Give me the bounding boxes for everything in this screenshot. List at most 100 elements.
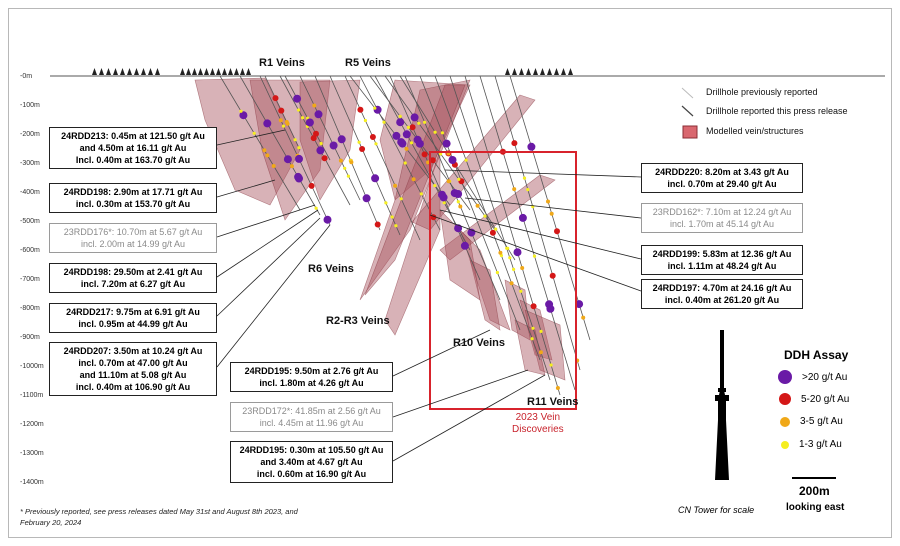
assay-dot [262, 148, 267, 153]
leader-lines [216, 129, 642, 462]
ddh-legend-item: 5-20 g/t Au [778, 393, 849, 405]
callout-line: 24RDD207: 3.50m at 10.24 g/t Au [63, 346, 203, 356]
assay-dot [281, 124, 286, 128]
assay-dot [295, 154, 303, 163]
assay-dot [512, 187, 517, 192]
assay-dot [511, 267, 516, 271]
assay-dot [475, 203, 480, 208]
assay-dot [402, 130, 411, 139]
drillhole-trace [479, 75, 576, 391]
tree-icon [127, 68, 132, 75]
callout-line: incl. 0.40m at 261.20 g/t Au [664, 295, 780, 305]
drillhole-trace [404, 75, 501, 301]
assay-dot [305, 118, 314, 127]
callout-line: 24RDD199: 5.83m at 12.36 g/t Au [652, 249, 792, 259]
legend-prev-symbol [681, 87, 694, 99]
scale-bar-label: 200m [799, 484, 830, 498]
assay-dot [489, 229, 496, 236]
tree-icon [234, 68, 239, 75]
tree-icon [512, 68, 517, 75]
tree-icon [180, 68, 185, 75]
assay-dot [323, 215, 332, 224]
depth-label: -1400m [20, 479, 44, 486]
drillhole-trace [359, 75, 441, 231]
assay-dot [373, 106, 377, 110]
callout-line: 24RDD220: 8.20m at 3.43 g/t Au [655, 167, 789, 177]
assay-dot [394, 224, 398, 228]
callout-line: incl. 1.80m at 4.26 g/t Au [259, 378, 364, 388]
assay-dot [498, 250, 503, 255]
tree-icon [519, 68, 524, 75]
ddh-dot-icon [778, 370, 792, 384]
ddh-title: DDH Assay [784, 348, 849, 362]
depth-label: -700m [20, 276, 40, 283]
assay-dot [433, 184, 437, 188]
legend-prev-label: Drillhole previously reported [706, 87, 818, 97]
assay-dot [440, 131, 444, 135]
vein-label-r5: R5 Veins [345, 57, 391, 69]
ddh-dot-icon [781, 440, 789, 449]
depth-label: -600m [20, 247, 40, 254]
callout-line: 24RDD198: 2.90m at 17.71 g/t Au [63, 187, 203, 197]
vein-label-r6: R6 Veins [308, 263, 354, 275]
assay-dot [446, 179, 451, 184]
ddh-legend-label: 5-20 g/t Au [801, 393, 850, 405]
assay-dot [409, 141, 414, 145]
tree-icon [186, 68, 191, 75]
assay-dot [283, 155, 292, 164]
assay-dot [398, 114, 402, 118]
tree-icon [540, 68, 545, 75]
ddh-legend-item: 3-5 g/t Au [778, 416, 843, 427]
assay-dot [513, 248, 522, 257]
drillhole-trace [329, 75, 401, 236]
assay-dot [520, 266, 525, 270]
assay-dot [531, 326, 535, 330]
assay-dot [457, 177, 461, 181]
assay-dot [301, 116, 305, 120]
depth-label: -1300m [20, 450, 44, 457]
depth-label: -500m [20, 218, 40, 225]
ddh-legend-item: >20 g/t Au [778, 370, 847, 384]
callout-line: 24RDD198: 29.50m at 2.41 g/t Au [63, 267, 203, 277]
tree-icon [198, 68, 203, 75]
tree-icon [134, 68, 139, 75]
assay-dot [314, 206, 318, 210]
callout-line: 23RDD172*: 41.85m at 2.56 g/t Au [242, 406, 381, 416]
assay-dot [460, 241, 469, 250]
vein-label-r10: R10 Veins [453, 337, 505, 349]
assay-dot [456, 200, 460, 204]
discovery-line-1: 2023 Vein [515, 412, 561, 423]
vein-label-r1: R1 Veins [259, 57, 305, 69]
cn-tower-icon [715, 330, 729, 480]
callout-line: Incl. 0.40m at 163.70 g/t Au [75, 155, 191, 165]
assay-dot [506, 246, 510, 250]
assay-dot [538, 350, 543, 355]
tree-icon [505, 68, 510, 75]
depth-label: -1200m [20, 421, 44, 428]
assay-dot [417, 121, 421, 125]
callout-24rdd195-a: 24RDD195: 9.50m at 2.76 g/t Au incl. 1.80… [230, 362, 393, 392]
assay-dot [272, 95, 279, 102]
callout-line: 24RDD195: 9.50m at 2.76 g/t Au [244, 366, 379, 376]
assay-dot [392, 131, 401, 140]
drillhole-trace [239, 75, 321, 216]
assay-dot [526, 188, 530, 192]
assay-dot [495, 270, 499, 275]
ddh-legend-label: 3-5 g/t Au [800, 416, 843, 427]
callout-line: incl. 0.70m at 47.00 g/t Au [78, 358, 188, 368]
assay-dot [337, 135, 346, 144]
tree-icon [92, 68, 97, 75]
assay-dot [296, 108, 301, 112]
tree-icon [155, 68, 160, 75]
depth-label: -1100m [20, 392, 44, 399]
callout-line: incl. 0.60m at 16.90 g/t Au [256, 469, 367, 479]
drillhole-trace [259, 75, 331, 226]
drillhole-trace [314, 75, 381, 231]
assay-dot [549, 363, 553, 367]
assay-dot [362, 194, 371, 203]
drillhole-trace [419, 75, 521, 331]
